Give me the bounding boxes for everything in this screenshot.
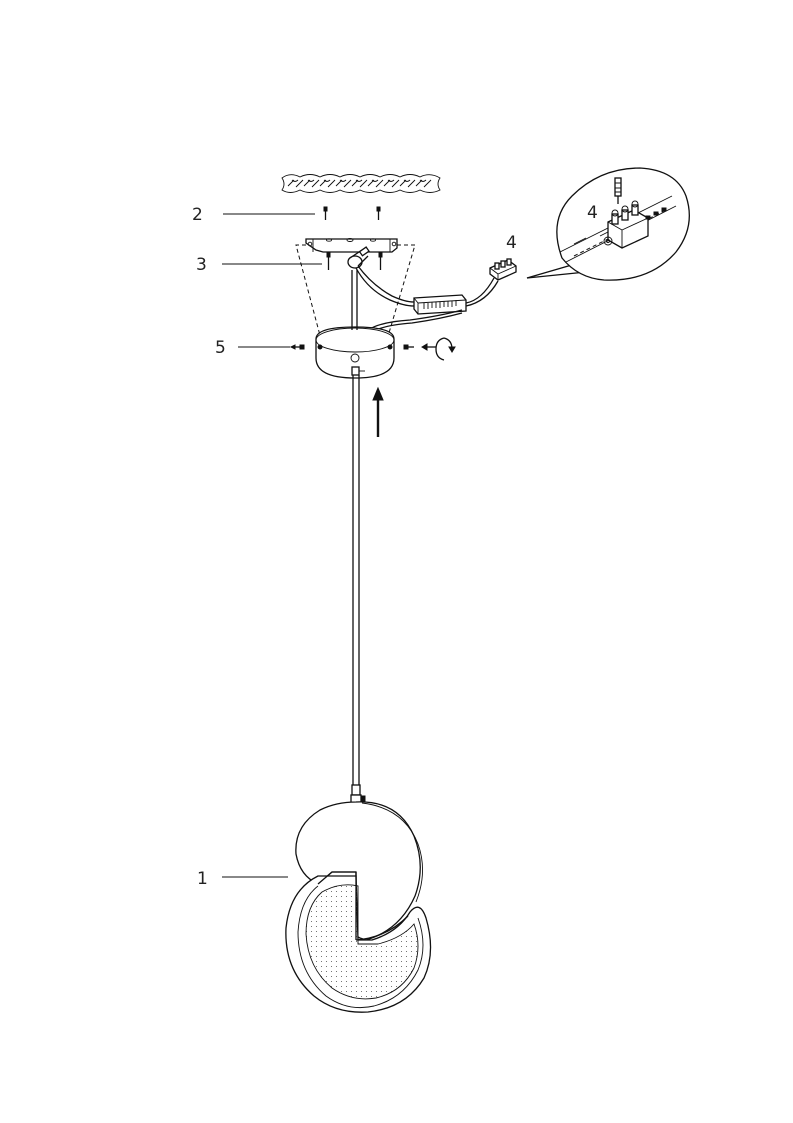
canopy: [315, 326, 395, 379]
callout-label-4: 4: [506, 233, 517, 253]
cable-clamp: [347, 246, 370, 269]
callout-4: 4: [506, 233, 517, 253]
led-driver: [413, 294, 467, 315]
callout-label-4-detail: 4: [587, 203, 598, 223]
supply-cables: [355, 265, 415, 307]
callout-1: 1: [197, 869, 288, 889]
callout-label-3: 3: [196, 255, 207, 275]
callout-5: 5: [215, 338, 290, 358]
bracket-screw-right: [378, 251, 383, 270]
bracket-guide-lines: [295, 244, 416, 344]
terminal-block: [489, 258, 517, 281]
canopy-screw-right: [403, 344, 414, 350]
lamp-head: [285, 801, 432, 1013]
callout-4-detail: 4: [587, 203, 598, 223]
ceiling: [281, 174, 441, 193]
rotate-arrow-icon: [421, 337, 456, 361]
callout-label-2: 2: [192, 205, 203, 225]
mounting-bracket: [305, 238, 398, 253]
canopy-screw-left: [289, 344, 305, 350]
callout-label-5: 5: [215, 338, 226, 358]
driver-output-cables: [367, 277, 499, 333]
ceiling-screw-left: [323, 206, 328, 220]
callout-2: 2: [192, 205, 315, 225]
callout-label-1: 1: [197, 869, 208, 889]
terminal-block-detail: [556, 167, 690, 281]
callout-3: 3: [196, 255, 322, 275]
lift-up-arrow-icon: [372, 386, 384, 437]
ceiling-screw-right: [376, 206, 381, 220]
bracket-screw-left: [326, 251, 331, 270]
suspension-cable: [350, 270, 366, 804]
